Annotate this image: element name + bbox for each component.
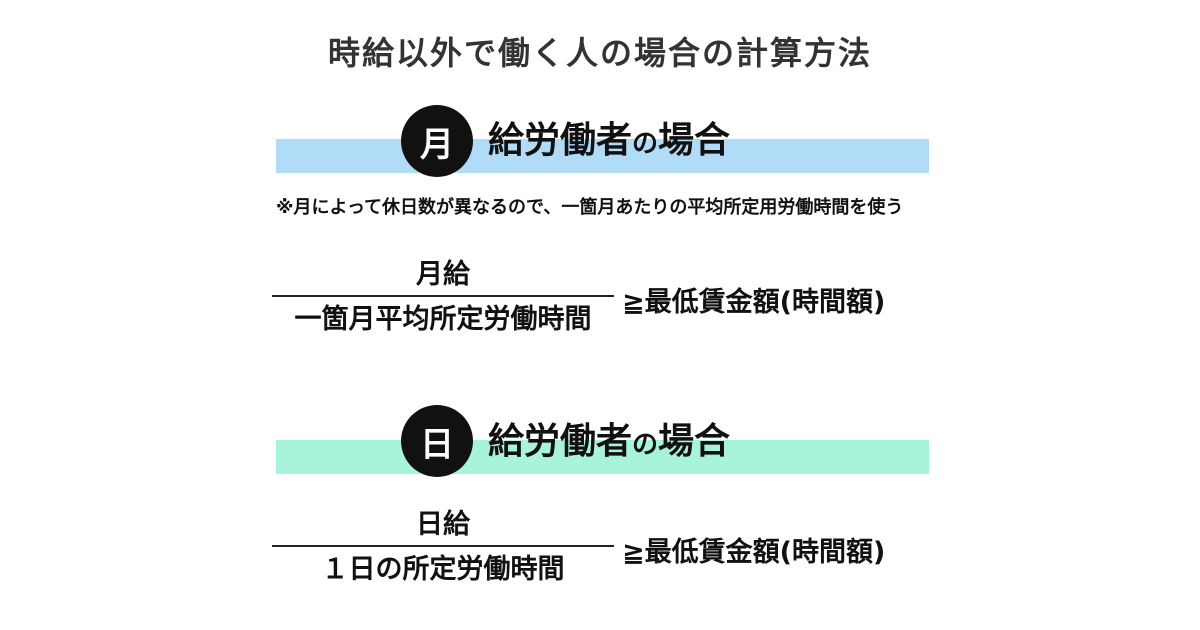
monthly-inequality: ≧最低賃金額(時間額) bbox=[622, 287, 886, 318]
daily-numerator: 日給 bbox=[416, 509, 470, 540]
monthly-note: ※月によって休日数が異なるので、一箇月あたりの平均所定用労働時間を使う bbox=[276, 197, 904, 218]
monthly-heading-main: 給労働者 bbox=[488, 120, 633, 161]
page-title: 時給以外で働く人の場合の計算方法 bbox=[327, 34, 872, 72]
monthly-numerator: 月給 bbox=[416, 259, 470, 290]
daily-heading-main: 給労働者 bbox=[488, 421, 633, 462]
monthly-heading-particle: の bbox=[632, 129, 659, 159]
daily-highlight-band bbox=[276, 440, 929, 474]
monthly-heading: 給労働者の場合 bbox=[488, 123, 730, 159]
daily-heading: 給労働者の場合 bbox=[488, 424, 730, 460]
daily-inequality: ≧最低賃金額(時間額) bbox=[622, 537, 886, 568]
monthly-fraction-line bbox=[272, 295, 614, 297]
daily-heading-tail: 場合 bbox=[658, 421, 731, 462]
daily-badge: 日 bbox=[401, 405, 473, 477]
monthly-denominator: 一箇月平均所定労働時間 bbox=[294, 304, 592, 335]
monthly-badge: 月 bbox=[401, 105, 473, 177]
daily-denominator: １日の所定労働時間 bbox=[321, 554, 565, 585]
daily-heading-particle: の bbox=[632, 430, 659, 460]
daily-fraction: 日給 １日の所定労働時間 bbox=[272, 508, 614, 587]
monthly-fraction: 月給 一箇月平均所定労働時間 bbox=[272, 258, 614, 337]
monthly-heading-tail: 場合 bbox=[658, 120, 731, 161]
daily-fraction-line bbox=[272, 545, 614, 547]
monthly-highlight-band bbox=[276, 139, 929, 173]
